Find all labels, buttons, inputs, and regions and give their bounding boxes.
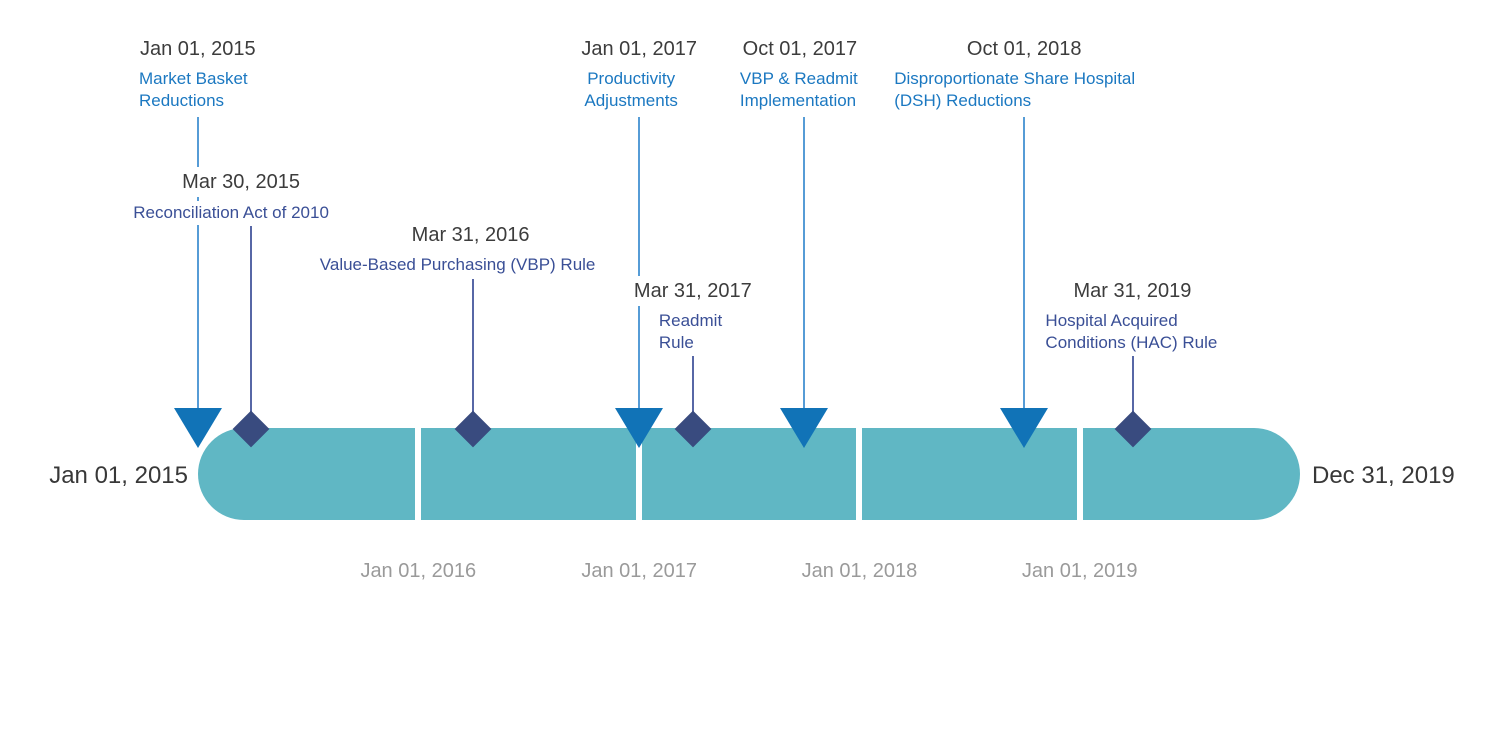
axis-tick-label: Jan 01, 2017 xyxy=(581,560,697,582)
event-connector-line xyxy=(1023,117,1026,430)
event-connector-line xyxy=(250,226,253,430)
event-label: Value-Based Purchasing (VBP) Rule xyxy=(317,253,598,277)
event-date-label: Jan 01, 2017 xyxy=(578,34,700,64)
event-label: VBP & Readmit Implementation xyxy=(737,67,860,113)
bar-segment-gap xyxy=(636,426,643,522)
event-date-label: Oct 01, 2018 xyxy=(963,34,1085,64)
event-connector-line xyxy=(471,279,474,430)
event-date-label: Mar 30, 2015 xyxy=(179,167,304,197)
event-label: Disproportionate Share Hospital (DSH) Re… xyxy=(892,67,1138,113)
axis-tick-label: Jan 01, 2018 xyxy=(801,560,918,582)
event-marker-arrow-icon xyxy=(779,408,828,448)
event-date-label: Mar 31, 2017 xyxy=(630,276,755,306)
bar-segment-gap xyxy=(856,426,863,522)
axis-tick-label: Jan 01, 2019 xyxy=(1021,560,1138,582)
event-date-label: Mar 31, 2019 xyxy=(1070,276,1195,306)
event-date-label: Mar 31, 2016 xyxy=(408,220,533,250)
bar-segment-gap xyxy=(1076,426,1083,522)
event-marker-arrow-icon xyxy=(174,408,222,448)
event-connector-line xyxy=(802,117,805,430)
event-label: Readmit Rule xyxy=(656,309,725,355)
event-label: Productivity Adjustments xyxy=(582,67,680,113)
event-connector-line xyxy=(638,117,641,430)
event-connector-line xyxy=(197,117,199,430)
timeline-end-label: Dec 31, 2019 xyxy=(1312,462,1455,489)
event-date-label: Oct 01, 2017 xyxy=(739,34,861,64)
timeline-start-label: Jan 01, 2015 xyxy=(49,462,188,489)
event-connector-line xyxy=(1132,356,1135,430)
axis-tick-label: Jan 01, 2016 xyxy=(360,560,477,582)
timeline-bar xyxy=(198,428,1300,520)
event-label: Hospital Acquired Conditions (HAC) Rule xyxy=(1043,309,1220,355)
bar-segment-gap xyxy=(415,426,422,522)
event-marker-arrow-icon xyxy=(1000,408,1049,448)
event-date-label: Jan 01, 2015 xyxy=(137,34,259,64)
event-label: Market Basket Reductions xyxy=(137,67,250,113)
event-marker-arrow-icon xyxy=(615,408,664,448)
event-label: Reconciliation Act of 2010 xyxy=(131,201,331,225)
event-connector-line xyxy=(691,356,694,430)
